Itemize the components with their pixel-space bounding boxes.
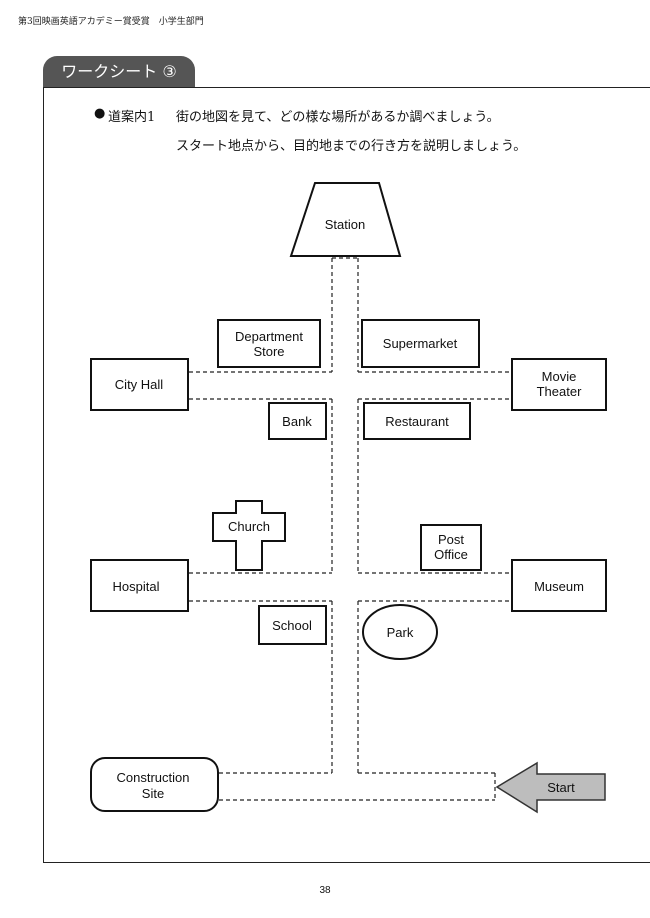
department-store-building: Department Store xyxy=(217,319,321,368)
bank-label: Bank xyxy=(282,414,312,429)
school-building: School xyxy=(258,605,327,645)
park-area: Park xyxy=(362,604,438,660)
restaurant-label: Restaurant xyxy=(385,414,449,429)
post-office-label-1: Post xyxy=(438,532,464,547)
hospital-building: Hospital xyxy=(90,559,189,612)
museum-label: Museum xyxy=(534,579,584,594)
post-office-building: Post Office xyxy=(420,524,482,571)
header-text: 第3回映画英語アカデミー賞受賞 小学生部門 xyxy=(18,17,204,27)
museum-building: Museum xyxy=(511,559,607,612)
construction-site-label-2: Site xyxy=(142,786,164,801)
restaurant-building: Restaurant xyxy=(363,402,471,440)
page-number: 38 xyxy=(319,885,331,896)
roads xyxy=(189,257,511,801)
movie-theater-label-1: Movie xyxy=(542,369,577,384)
station-building: Station xyxy=(289,182,402,257)
bank-building: Bank xyxy=(268,402,327,440)
school-label: School xyxy=(272,618,312,633)
department-store-label-2: Store xyxy=(253,344,284,359)
instruction-line-2: スタート地点から、目的地までの行き方を説明しましょう。 xyxy=(176,139,527,154)
movie-theater-building: Movie Theater xyxy=(511,358,607,411)
instruction-line-1: 街の地図を見て、どの様な場所があるか調べましょう。 xyxy=(176,110,500,125)
church-label: Church xyxy=(228,519,270,534)
station-label: Station xyxy=(325,217,365,232)
city-hall-building: City Hall xyxy=(90,358,189,411)
start-label: Start xyxy=(547,780,575,795)
bullet-icon: ● xyxy=(94,106,106,121)
start-arrow-icon: Start xyxy=(495,761,606,814)
supermarket-label: Supermarket xyxy=(383,336,458,351)
post-office-label-2: Office xyxy=(434,547,468,562)
construction-site-building: Construction Site xyxy=(90,757,219,812)
church-building: Church xyxy=(212,500,286,571)
park-label: Park xyxy=(387,625,414,640)
supermarket-building: Supermarket xyxy=(361,319,480,368)
movie-theater-label-2: Theater xyxy=(537,384,582,399)
city-hall-label: City Hall xyxy=(115,377,164,392)
hospital-label: Hospital xyxy=(113,579,160,594)
worksheet-frame xyxy=(43,87,650,863)
department-store-label-1: Department xyxy=(235,329,303,344)
construction-site-label-1: Construction xyxy=(117,770,190,785)
instruction-title: 道案内1 xyxy=(108,110,156,125)
worksheet-tab: ワークシート ③ xyxy=(43,56,195,88)
